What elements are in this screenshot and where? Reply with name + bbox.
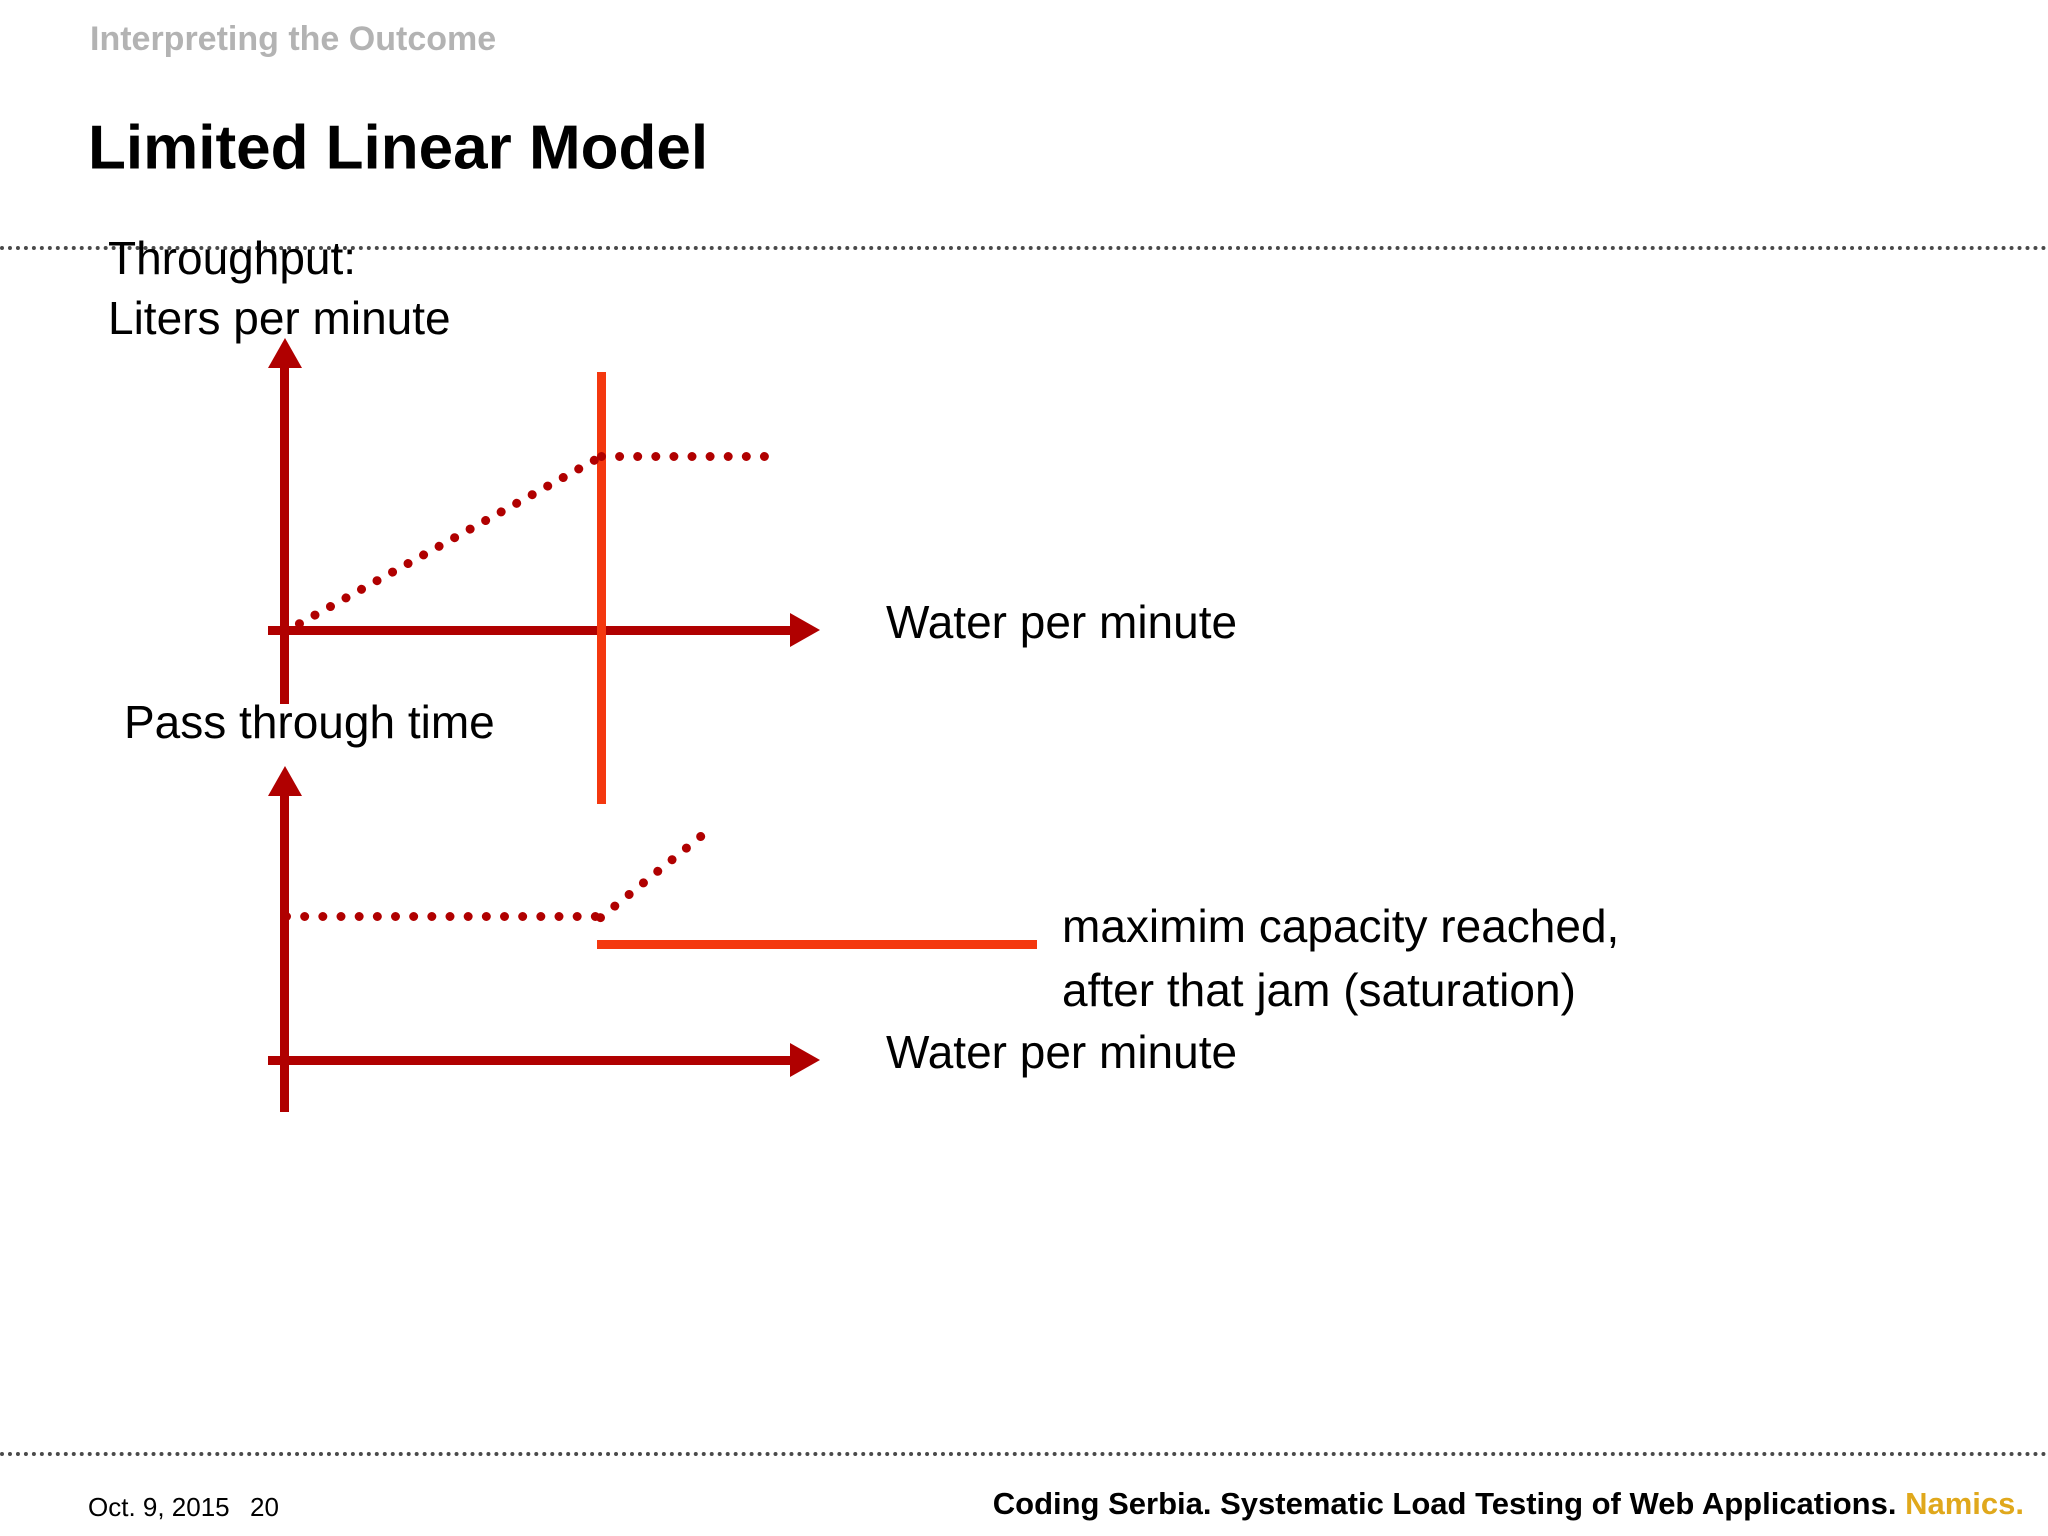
chart1-xaxis-arrow-icon [790, 613, 820, 647]
chart2-xaxis-arrow-icon [790, 1043, 820, 1077]
chart1-saturation-line [597, 372, 606, 804]
chart1-xlabel: Water per minute [886, 596, 1238, 648]
chart2-xaxis [268, 1056, 796, 1065]
chart1-ylabel-line1: Throughput: [108, 232, 357, 284]
footer-date: Oct. 9, 2015 [88, 1492, 230, 1522]
chart2-yaxis-stub [280, 792, 289, 1112]
chart2-series-rising [594, 830, 708, 924]
footer-page-number: 20 [250, 1492, 279, 1522]
footer-branding: Coding Serbia. Systematic Load Testing o… [993, 1486, 2024, 1522]
chart2-xlabel: Water per minute [886, 1026, 1238, 1078]
chart1-ylabel-line2: Liters per minute [108, 292, 451, 344]
page-title: Limited Linear Model [88, 113, 709, 183]
chart2-saturation-foot [597, 940, 1037, 949]
chart2-ylabel: Pass through time [124, 696, 495, 748]
chart1-yaxis-stub [280, 364, 289, 704]
footer-conference-text: Coding Serbia. Systematic Load Testing o… [992, 1486, 1897, 1521]
namics-brand-label: Namics. [1905, 1486, 2024, 1521]
footer-divider [0, 1452, 2048, 1456]
max-capacity-note-line1: maximim capacity reached, [1062, 900, 1620, 952]
chart2-yaxis-arrow-icon [268, 766, 302, 796]
chart1-series-rising [277, 454, 601, 639]
max-capacity-note-line2: after that jam (saturation) [1062, 964, 1576, 1016]
figure-stage: Throughput: Liters per minute Water per … [0, 233, 2048, 1452]
chart1-yaxis-arrow-icon [268, 338, 302, 368]
chart2-series-flat [282, 912, 600, 921]
header-divider [0, 246, 2048, 250]
slide-eyebrow: Interpreting the Outcome [90, 20, 497, 58]
chart1-series-plateau [597, 452, 769, 461]
chart1-xaxis [268, 626, 796, 635]
